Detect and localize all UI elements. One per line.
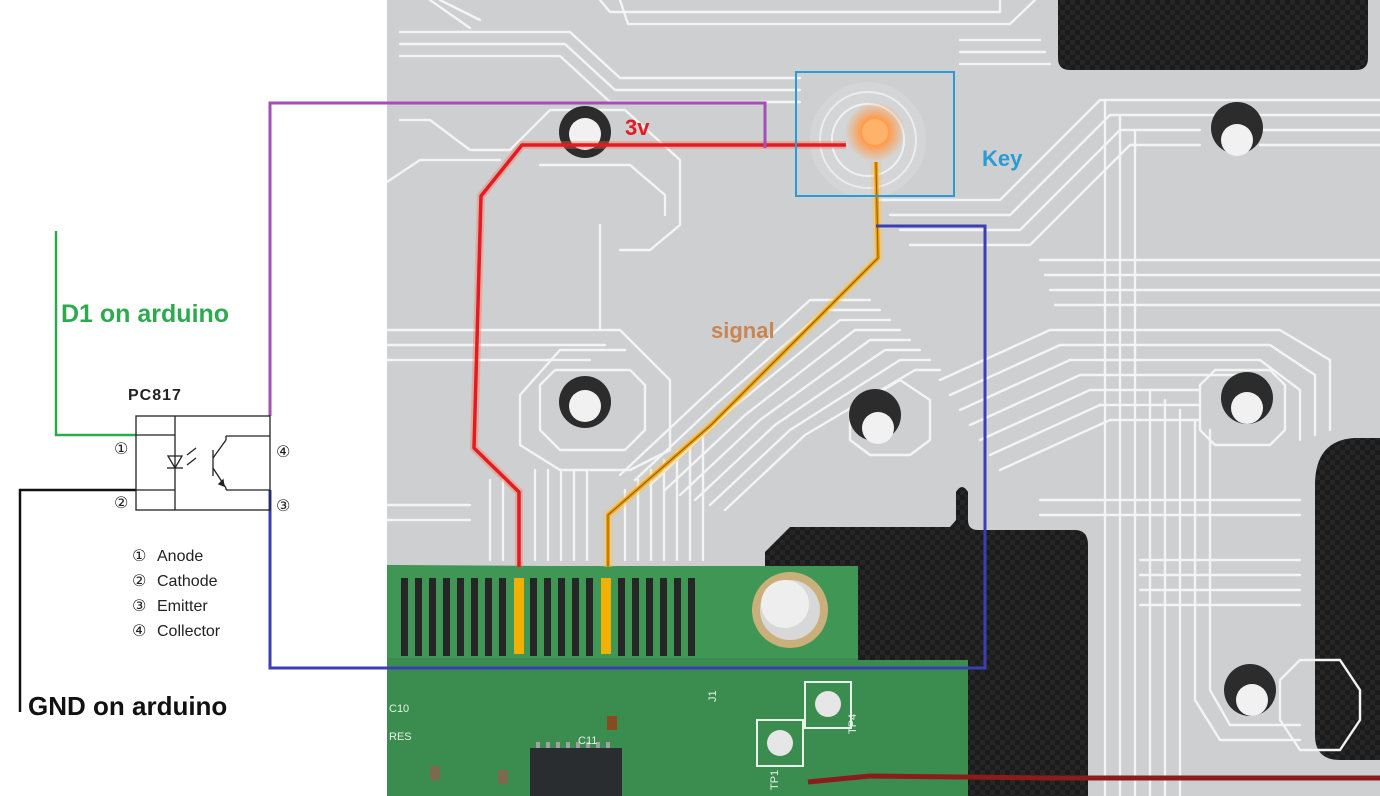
key-contact-led — [810, 82, 926, 198]
tp1-pad — [767, 730, 793, 756]
highlighted-pin-3v — [514, 578, 524, 654]
keyboard-membrane-photo: J1 TP4 TP1 C11 C10 RES — [387, 0, 1380, 796]
collector-wire — [268, 101, 767, 416]
legend-name-collector: Collector — [157, 623, 221, 640]
emitter-wire — [268, 224, 987, 670]
key-label: Key — [982, 146, 1023, 171]
legend-name-emitter: Emitter — [157, 598, 208, 615]
3v-trace — [472, 143, 846, 567]
pcb-label-j1: J1 — [707, 690, 719, 702]
3v-label: 3v — [625, 115, 650, 140]
gnd-wire — [18, 488, 136, 712]
signal-label: signal — [711, 318, 775, 343]
tp4-pad — [815, 691, 841, 717]
pcb-label-tp1: TP1 — [769, 770, 781, 790]
pcb-edge-connector-pins — [401, 578, 695, 656]
legend-num-anode: ① — [132, 548, 146, 565]
legend-name-anode: Anode — [157, 548, 203, 565]
pin-3-number: ③ — [276, 498, 290, 515]
pin-legend: ① Anode ② Cathode ③ Emitter ④ Collector — [132, 548, 221, 640]
pcb-label-res: RES — [389, 731, 412, 743]
pcb-label-c10: C10 — [389, 703, 409, 715]
chip-label: PC817 — [128, 387, 182, 404]
pin-1-number: ① — [114, 441, 128, 458]
legend-name-cathode: Cathode — [157, 573, 218, 590]
pcb-label-tp4: TP4 — [847, 714, 859, 734]
legend-num-collector: ④ — [132, 623, 146, 640]
pc817-optocoupler-symbol — [135, 415, 271, 511]
legend-num-cathode: ② — [132, 573, 146, 590]
legend-num-emitter: ③ — [132, 598, 146, 615]
gnd-label: GND on arduino — [28, 691, 227, 721]
d1-label: D1 on arduino — [61, 300, 229, 328]
highlighted-pin-signal — [601, 578, 611, 654]
key-highlight-box — [795, 71, 955, 197]
tp4-pad-frame — [804, 681, 852, 729]
pcb-label-c11: C11 — [578, 735, 597, 747]
pcb-board: J1 TP4 TP1 C11 C10 RES — [387, 565, 1380, 796]
tp1-pad-frame — [756, 719, 804, 767]
pcb-chip — [530, 748, 622, 796]
d1-wire — [54, 231, 136, 437]
pin-2-number: ② — [114, 495, 128, 512]
pin-4-number: ④ — [276, 444, 290, 461]
